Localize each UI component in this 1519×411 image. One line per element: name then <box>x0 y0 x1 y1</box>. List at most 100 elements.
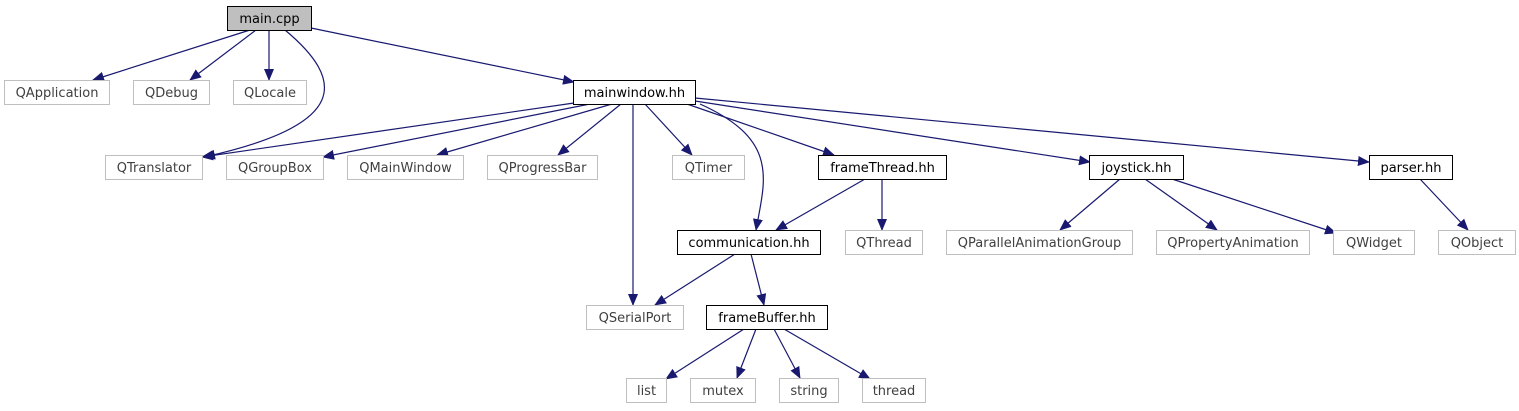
node-label-thread: thread <box>873 384 916 399</box>
node-label-parser: parser.hh <box>1380 161 1441 176</box>
edge-mainwindow-to-qprogressbar <box>557 103 622 156</box>
edge-mainwindow-to-qmainwindow <box>436 103 613 157</box>
node-qobject: QObject <box>1438 230 1516 255</box>
edge-parser-to-qobject <box>1419 178 1469 231</box>
node-qlocale: QLocale <box>233 80 307 105</box>
edge-framebuffer-to-list <box>665 328 745 380</box>
node-qwidget: QWidget <box>1333 230 1415 255</box>
node-box-qwidget <box>1333 230 1415 255</box>
node-label-framethread: frameThread.hh <box>830 161 935 176</box>
node-parser[interactable]: parser.hh <box>1369 155 1453 180</box>
node-thread: thread <box>862 378 926 403</box>
node-label-qpropanim: QPropertyAnimation <box>1167 236 1299 251</box>
node-box-mainwindow <box>573 80 696 105</box>
edge-mainwindow-to-parser <box>694 97 1370 166</box>
node-label-string: string <box>790 384 827 399</box>
node-label-joystick: joystick.hh <box>1100 161 1171 176</box>
node-joystick[interactable]: joystick.hh <box>1089 155 1184 180</box>
node-label-framebuffer: frameBuffer.hh <box>718 311 815 326</box>
node-box-qthread <box>845 230 923 255</box>
node-communication[interactable]: communication.hh <box>677 230 821 255</box>
node-box-qapplication <box>4 80 110 105</box>
edge-communication-to-qserialport <box>654 253 736 306</box>
node-framethread[interactable]: frameThread.hh <box>818 155 947 180</box>
node-main[interactable]: main.cpp <box>227 6 312 31</box>
node-label-main: main.cpp <box>239 12 299 27</box>
node-string: string <box>779 378 839 403</box>
node-qtimer: QTimer <box>672 155 745 180</box>
node-label-mainwindow: mainwindow.hh <box>584 86 685 101</box>
node-box-qmainwindow <box>347 155 464 180</box>
edge-joystick-to-qparallel <box>1059 178 1121 231</box>
node-box-string <box>779 378 839 403</box>
node-mutex: mutex <box>690 378 756 403</box>
node-box-qpropanim <box>1156 230 1310 255</box>
node-qdebug: QDebug <box>133 80 210 105</box>
node-label-qwidget: QWidget <box>1346 236 1402 251</box>
edge-joystick-to-qpropanim <box>1144 178 1218 231</box>
node-label-qthread: QThread <box>856 236 912 251</box>
node-list: list <box>626 378 667 403</box>
edge-mainwindow-to-qtimer <box>644 103 693 156</box>
node-framebuffer[interactable]: frameBuffer.hh <box>706 305 828 330</box>
edge-main-to-qapplication <box>92 29 251 82</box>
node-qgroupbox: QGroupBox <box>226 155 324 180</box>
edge-framebuffer-to-mutex <box>736 328 757 379</box>
edge-mainwindow-to-framethread <box>686 103 835 157</box>
node-box-qgroupbox <box>226 155 324 180</box>
node-qparallel: QParallelAnimationGroup <box>946 230 1133 255</box>
node-label-list: list <box>637 384 656 399</box>
node-box-communication <box>677 230 821 255</box>
node-label-qdebug: QDebug <box>145 86 198 101</box>
node-label-qprogressbar: QProgressBar <box>499 161 588 176</box>
edges-layer <box>92 27 1469 380</box>
node-qthread: QThread <box>845 230 923 255</box>
node-qmainwindow: QMainWindow <box>347 155 464 180</box>
node-box-qprogressbar <box>487 155 598 180</box>
node-label-qapplication: QApplication <box>16 86 99 101</box>
node-box-parser <box>1369 155 1453 180</box>
node-label-mutex: mutex <box>702 384 744 399</box>
node-qtranslator: QTranslator <box>105 155 203 180</box>
node-mainwindow[interactable]: mainwindow.hh <box>573 80 696 105</box>
edge-framethread-to-communication <box>775 178 866 231</box>
edge-main-to-qtranslator <box>203 29 326 160</box>
node-label-qparallel: QParallelAnimationGroup <box>958 236 1121 251</box>
node-qprogressbar: QProgressBar <box>487 155 598 180</box>
edge-mainwindow-to-qtranslator <box>201 102 575 161</box>
node-box-qlocale <box>233 80 307 105</box>
node-box-qobject <box>1438 230 1516 255</box>
node-label-communication: communication.hh <box>688 236 809 251</box>
node-box-qtranslator <box>105 155 203 180</box>
node-box-qtimer <box>672 155 745 180</box>
edge-framebuffer-to-thread <box>783 328 871 380</box>
edge-framebuffer-to-string <box>773 328 801 379</box>
edge-mainwindow-to-joystick <box>694 100 1091 166</box>
node-box-framebuffer <box>706 305 828 330</box>
edge-communication-to-framebuffer <box>750 253 767 306</box>
node-box-list <box>626 378 667 403</box>
node-box-qserialport <box>586 305 684 330</box>
node-qapplication: QApplication <box>4 80 110 105</box>
node-label-qserialport: QSerialPort <box>599 311 672 326</box>
edge-joystick-to-qwidget <box>1171 178 1337 235</box>
node-box-qparallel <box>946 230 1133 255</box>
node-box-framethread <box>818 155 947 180</box>
node-box-thread <box>862 378 926 403</box>
edge-mainwindow-to-qgroupbox <box>322 103 591 160</box>
node-label-qgroupbox: QGroupBox <box>238 161 312 176</box>
node-qserialport: QSerialPort <box>586 305 684 330</box>
node-label-qtimer: QTimer <box>685 161 733 176</box>
node-label-qtranslator: QTranslator <box>117 161 192 176</box>
node-label-qlocale: QLocale <box>244 86 296 101</box>
node-label-qmainwindow: QMainWindow <box>359 161 452 176</box>
node-box-qdebug <box>133 80 210 105</box>
node-label-qobject: QObject <box>1451 236 1504 251</box>
node-box-mutex <box>690 378 756 403</box>
node-qpropanim: QPropertyAnimation <box>1156 230 1310 255</box>
node-box-joystick <box>1089 155 1184 180</box>
edge-main-to-mainwindow <box>310 27 575 85</box>
node-box-main <box>227 6 312 31</box>
